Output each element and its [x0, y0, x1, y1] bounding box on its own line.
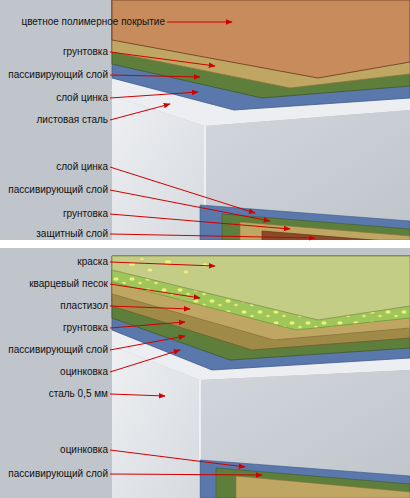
panel-background	[0, 248, 410, 498]
leader-arrow	[110, 214, 290, 229]
leader-arrow	[110, 52, 215, 66]
leader-arrow	[110, 104, 170, 120]
polymer-coating	[112, 0, 410, 78]
leader-arrow	[110, 92, 198, 98]
leader-arrow	[110, 167, 255, 213]
layer-label: цветное полимерное покрытие	[21, 16, 165, 28]
layer-label: слой цинка	[56, 161, 108, 173]
layer-label: оцинковка	[60, 444, 108, 456]
panel-background	[0, 0, 410, 240]
layer-label: пассивирующий слой	[8, 184, 108, 196]
plastisol-layer	[112, 256, 410, 340]
layer-label: краска	[77, 256, 108, 268]
leader-arrow	[110, 322, 185, 328]
layer-label: кварцевый песок	[29, 278, 108, 290]
leader-arrow	[110, 306, 190, 309]
layer-label: оцинковка	[60, 366, 108, 378]
passivating-layer	[112, 0, 410, 98]
leader-arrow	[167, 22, 232, 23]
leader-arrow	[110, 284, 200, 298]
layer-label: грунтовка	[63, 46, 108, 58]
passivating-layer	[216, 468, 410, 498]
leader-arrow	[110, 474, 262, 475]
primer-layer	[112, 0, 410, 88]
steel-front-face	[112, 346, 200, 498]
layer-label: пластизол	[60, 300, 108, 312]
panel-gap	[0, 240, 410, 248]
layer-label: грунтовка	[63, 208, 108, 220]
layer-label: сталь 0,5 мм	[49, 388, 108, 400]
leader-arrow	[110, 336, 185, 350]
layer-label: защитный слой	[36, 228, 108, 240]
primer-layer	[112, 256, 410, 350]
paint-layer	[112, 256, 410, 320]
layer-label: пассивирующий слой	[8, 344, 108, 356]
steel-side-face	[200, 370, 410, 498]
layer-label: грунтовка	[63, 322, 108, 334]
leader-arrows	[110, 22, 315, 475]
layer-label: листовая сталь	[37, 114, 108, 126]
leader-arrow	[110, 394, 165, 396]
leader-arrow	[110, 350, 180, 372]
steel-top-face	[112, 256, 410, 380]
leader-arrow	[110, 234, 315, 238]
leader-arrow	[110, 75, 200, 77]
quartz-sand-layer	[112, 256, 410, 330]
layer-label: слой цинка	[56, 92, 108, 104]
primer-layer	[236, 476, 410, 498]
protective-layer	[262, 231, 410, 240]
leader-arrow	[110, 450, 245, 467]
leader-arrow	[110, 262, 215, 266]
layer-label: пассивирующий слой	[8, 69, 108, 81]
layer-label: пассивирующий слой	[8, 468, 108, 480]
zinc-layer	[112, 256, 410, 370]
